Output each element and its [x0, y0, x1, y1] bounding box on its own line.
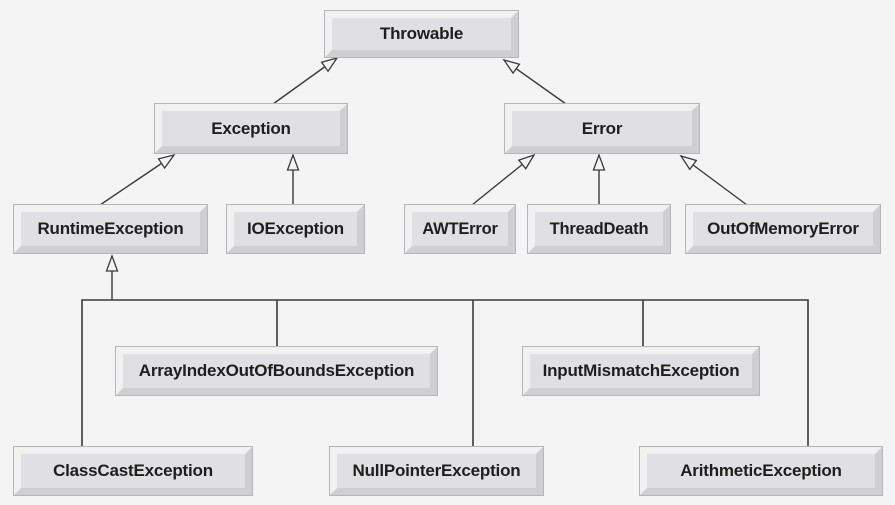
- node-runtime-exception: RuntimeException: [13, 204, 208, 254]
- node-class-cast-exception: ClassCastException: [13, 446, 253, 496]
- edge-outofmemory-error: [679, 154, 748, 206]
- node-exception: Exception: [154, 103, 348, 154]
- node-throwable: Throwable: [324, 10, 519, 58]
- node-io-exception: IOException: [226, 204, 365, 254]
- node-error: Error: [504, 103, 700, 154]
- node-null-pointer-exception: NullPointerException: [329, 446, 544, 496]
- node-array-index-out-of-bounds-exception: ArrayIndexOutOfBoundsException: [115, 346, 438, 396]
- edge-runtime-exception: [99, 153, 176, 206]
- node-thread-death: ThreadDeath: [527, 204, 671, 254]
- node-input-mismatch-exception: InputMismatchException: [522, 346, 760, 396]
- node-awt-error: AWTError: [404, 204, 516, 254]
- node-arithmetic-exception: ArithmeticException: [639, 446, 883, 496]
- edge-awterror-error: [471, 153, 536, 206]
- edge-exception-throwable: [272, 56, 339, 105]
- bus-line: [81, 299, 809, 447]
- edge-error-throwable: [502, 58, 567, 105]
- node-out-of-memory-error: OutOfMemoryError: [685, 204, 881, 254]
